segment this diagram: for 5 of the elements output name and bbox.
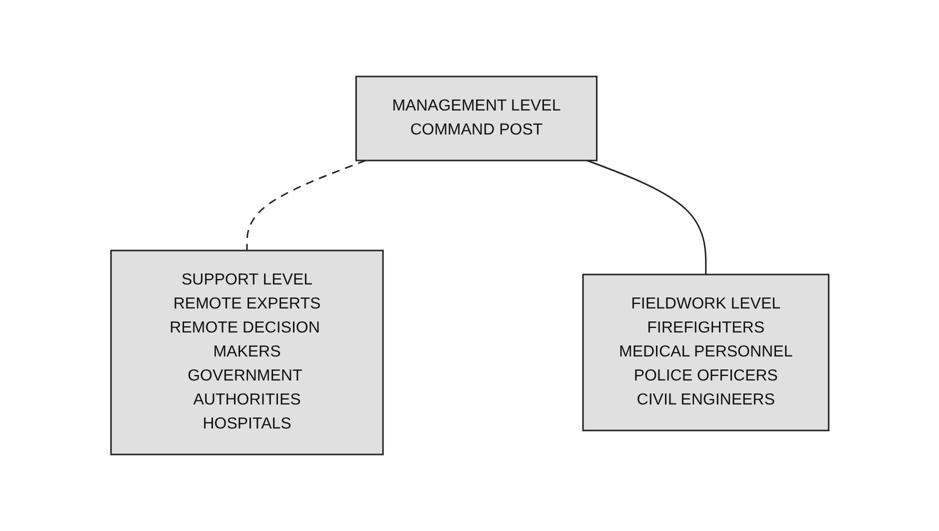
node-box: FIELDWORK LEVEL FIREFIGHTERS MEDICAL PERSONNEL POLICE OFFICERS CIVIL ENGINEERS (582, 274, 830, 432)
node-box: MANAGEMENT LEVEL COMMAND POST (355, 76, 598, 162)
node-box: SUPPORT LEVEL REMOTE EXPERTS REMOTE DECISION MAKERS GOVERNMENT AUTHORITIES HOSPITALS (110, 250, 384, 456)
connector (586, 160, 706, 274)
connector (246, 160, 366, 250)
